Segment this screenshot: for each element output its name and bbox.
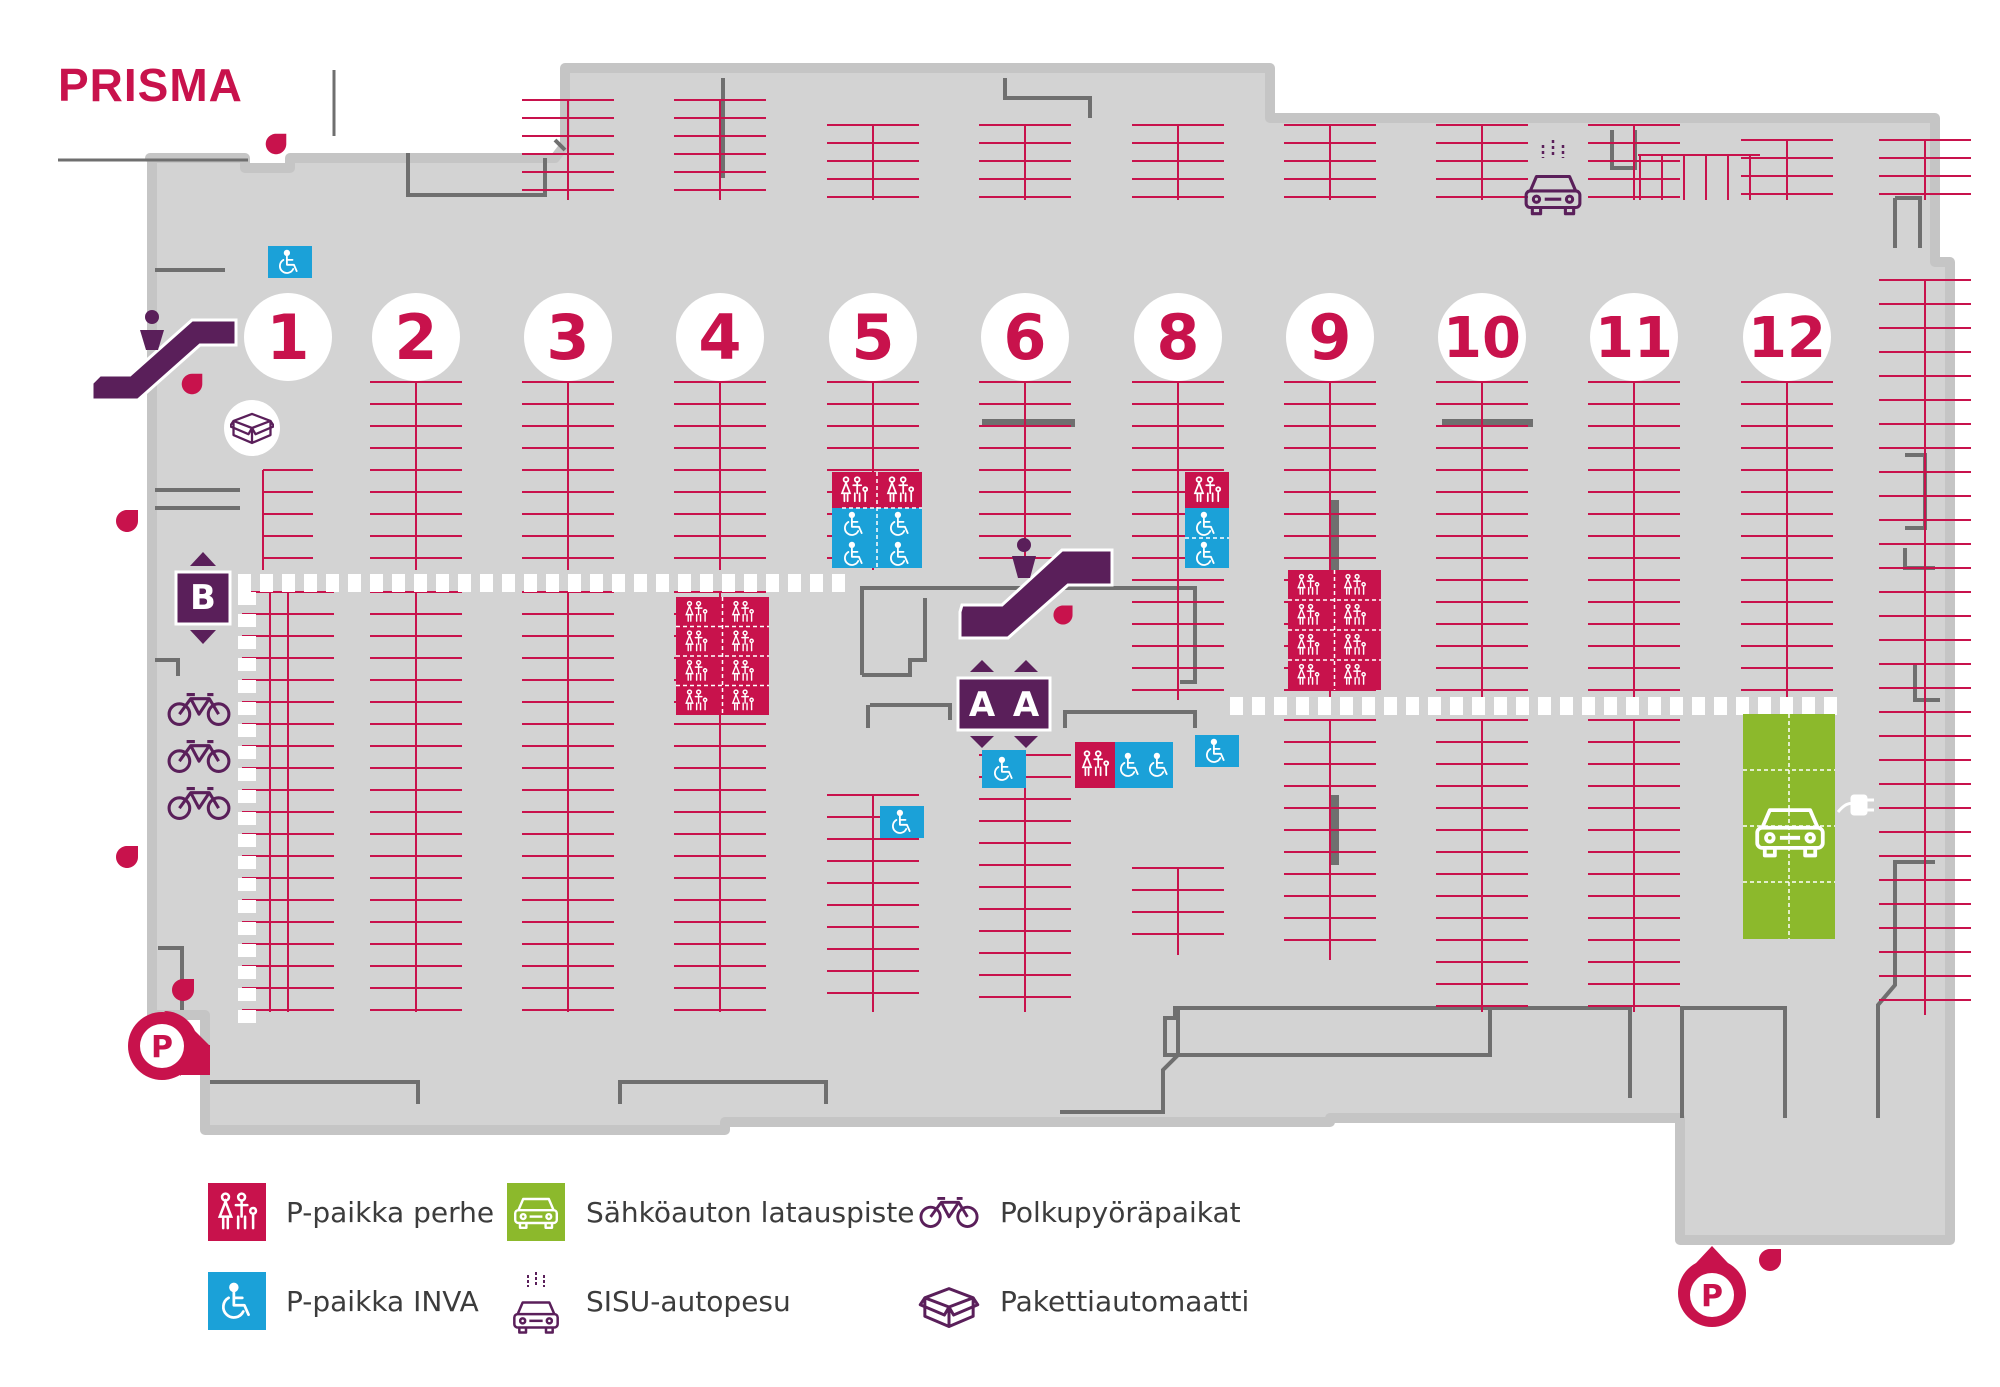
aisle-number-label: 1 [266,301,309,374]
escalator-icon [90,310,238,402]
legend-carwash-icon [513,1272,559,1334]
aisle-number-11: 11 [1590,293,1678,381]
legend-ev-label: Sähköauton latauspiste [586,1196,915,1229]
aisle-number-6: 6 [981,293,1069,381]
elevator-b-label: B [190,578,216,618]
parking-entrance-label: P [1701,1279,1723,1314]
escalator-icon [958,538,1114,640]
elevator-a-label: A [969,685,996,725]
parking-icon: P [1678,1246,1746,1327]
aisle-number-label: 3 [546,301,589,374]
crosswalks [238,574,1837,1023]
aisle-number-label: 12 [1748,306,1826,371]
aisle-number-4: 4 [676,293,764,381]
aisle-number-2: 2 [372,293,460,381]
parking-icon: P [128,1011,210,1080]
aisle-number-9: 9 [1286,293,1374,381]
elevator-a-label: A [1013,685,1040,725]
aisle-number-label: 5 [851,301,894,374]
aisle-number-label: 9 [1308,301,1351,374]
legend-carwash-label: SISU-autopesu [586,1285,791,1318]
legend-inva-swatch [208,1272,266,1330]
legend-inva-label: P-paikka INVA [286,1285,479,1318]
aisle-number-8: 8 [1134,293,1222,381]
aisle-number-12: 12 [1743,293,1831,381]
legend [208,1183,980,1334]
car-wash-icon [1524,140,1582,216]
aisle-number-label: 10 [1443,306,1521,371]
aisle-number-label: 6 [1003,301,1046,374]
legend-bicycle-icon [919,1196,979,1229]
legend-family-label: P-paikka perhe [286,1196,495,1229]
legend-family-swatch [208,1183,266,1241]
aisle-number-label: 4 [698,301,741,374]
legend-parcel-label: Pakettiautomaatti [1000,1285,1250,1318]
ev-charging-area [1743,714,1874,939]
legend-parcel-icon [918,1286,980,1329]
brand-logo: PRISMA [58,59,243,111]
aisle-number-1: 1 [244,293,332,381]
inva-stalls [268,246,1239,838]
aisle-number-3: 3 [524,293,612,381]
aisle-number-10: 10 [1438,293,1526,381]
parcel-locker-icon [224,400,280,456]
aisle-number-label: 2 [394,301,437,374]
legend-bikes-label: Polkupyöräpaikat [1000,1196,1241,1229]
ev-charger-icon [1836,794,1874,816]
walls [155,78,1940,1118]
elevator-icon: B [174,552,232,644]
elevator-icon: A A [956,660,1052,748]
aisle-number-label: 8 [1156,301,1199,374]
aisle-number-label: 11 [1595,306,1673,371]
aisle-number-5: 5 [829,293,917,381]
parking-entrance-label: P [151,1030,173,1065]
